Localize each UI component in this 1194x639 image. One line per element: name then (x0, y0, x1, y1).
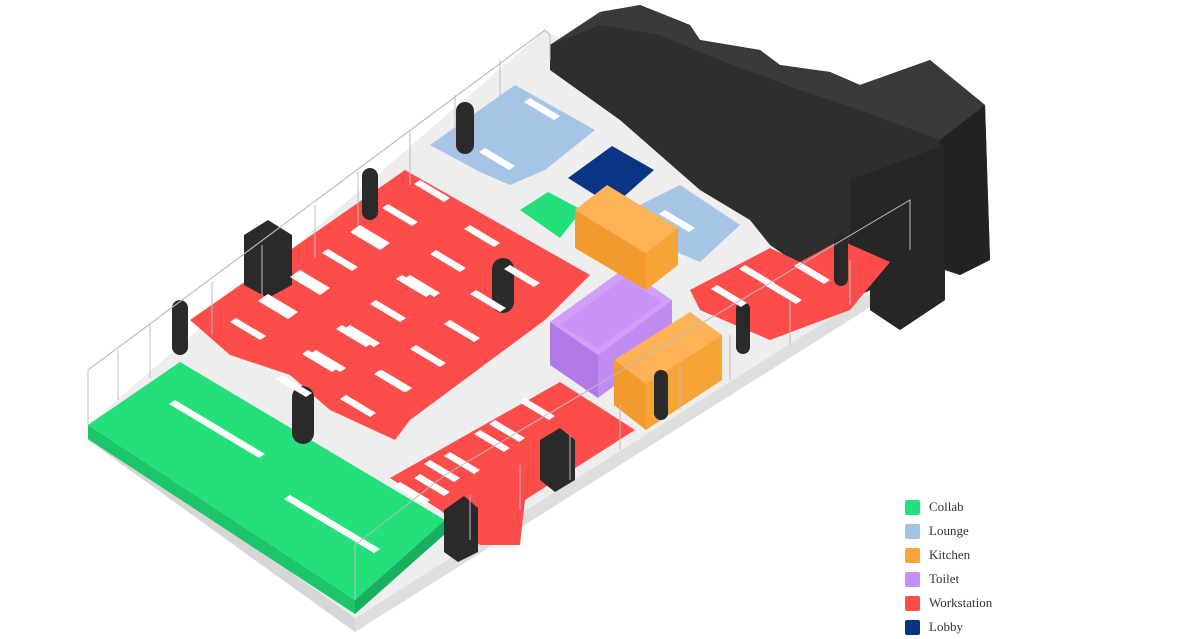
desk (199, 418, 235, 440)
desk (382, 204, 418, 226)
columns (172, 102, 848, 562)
legend-label: Lobby (929, 619, 963, 634)
desk (230, 318, 266, 340)
desk (474, 430, 510, 452)
desk (344, 325, 380, 347)
desk (336, 325, 372, 347)
desk (374, 370, 410, 392)
desk-rows (169, 98, 830, 553)
building-core (550, 5, 990, 330)
desk (410, 345, 446, 367)
legend-label: Collab (929, 499, 964, 514)
desk (489, 420, 525, 442)
legend-item-collab: Collab (905, 495, 1025, 519)
kitchen-swatch (905, 547, 920, 563)
desk (340, 395, 376, 417)
legend-item-toilet: Toilet (905, 567, 1025, 591)
lounge-zone-east (640, 185, 740, 262)
desk (479, 148, 515, 170)
desk (370, 300, 406, 322)
legend-label: Kitchen (929, 547, 971, 562)
legend-label: Toilet (929, 571, 960, 586)
toilet-swatch (905, 571, 920, 587)
desk (294, 270, 330, 292)
legend: Collab Lounge Kitchen Toilet Workstation… (905, 495, 1025, 639)
desk (519, 398, 555, 420)
desk (766, 282, 802, 304)
desk (262, 294, 298, 316)
lounge-zone-north (430, 85, 595, 185)
desk (794, 262, 830, 284)
desk (344, 531, 380, 553)
legend-item-lobby: Lobby (905, 615, 1025, 639)
workstation-zone-south (390, 382, 635, 545)
desk (350, 228, 386, 250)
desk (302, 350, 338, 372)
desk (464, 225, 500, 247)
legend-label: Lounge (929, 523, 969, 538)
collab-zone-small (520, 192, 582, 238)
desk (444, 452, 480, 474)
workstation-swatch (905, 595, 920, 611)
desk (322, 249, 358, 271)
glass-facade (87, 29, 911, 600)
desk (414, 180, 450, 202)
desk (396, 275, 432, 297)
desk (229, 436, 265, 458)
desk (470, 290, 506, 312)
desk (424, 460, 460, 482)
legend-item-lounge: Lounge (905, 519, 1025, 543)
legend-item-kitchen: Kitchen (905, 543, 1025, 567)
desk (524, 98, 560, 120)
desk (276, 375, 312, 397)
desk (169, 400, 205, 422)
desk (290, 273, 326, 295)
legend-item-workstation: Workstation (905, 591, 1025, 615)
desk (310, 350, 346, 372)
desk (354, 225, 390, 247)
lobby-zone (568, 146, 654, 200)
desk (504, 265, 540, 287)
desk (739, 265, 775, 287)
desk (430, 250, 466, 272)
desk (659, 210, 695, 232)
desk (258, 297, 294, 319)
desk (394, 482, 430, 504)
desk (404, 275, 440, 297)
desk (314, 513, 350, 535)
lounge-swatch (905, 523, 920, 539)
desk (284, 495, 320, 517)
desk (444, 320, 480, 342)
lobby-swatch (905, 619, 920, 635)
legend-label: Workstation (929, 595, 993, 610)
collab-swatch (905, 499, 920, 515)
